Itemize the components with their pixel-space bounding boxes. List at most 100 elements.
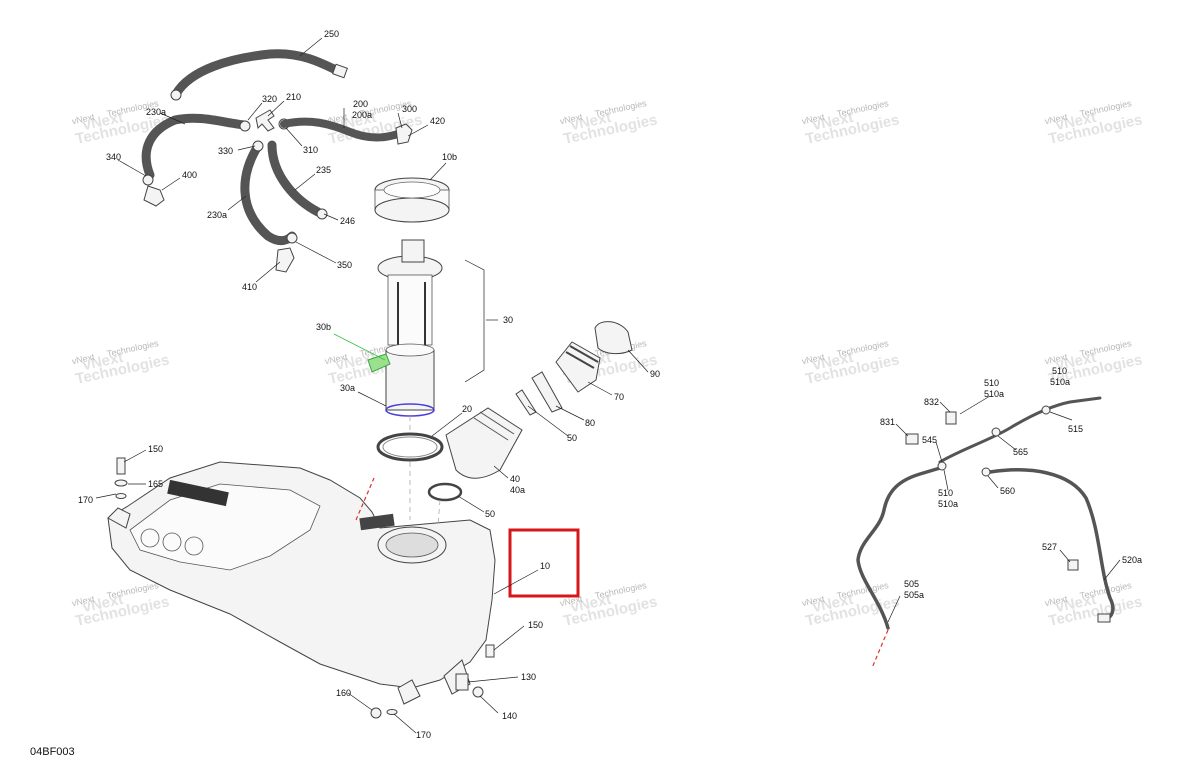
label-510-lower: 510 [938,488,953,498]
connector-527 [1067,559,1079,571]
label-505: 505 [904,579,919,589]
clamp-246 [316,208,328,220]
label-40a: 40a [510,485,525,495]
label-350: 350 [337,260,352,270]
hose-end-250 [332,63,348,79]
label-246: 246 [340,216,355,226]
vent-hose-assembly [141,49,413,273]
washer-170-left [115,493,127,499]
label-10: 10 [540,561,550,571]
gasket-20 [376,432,444,462]
label-160: 160 [336,688,351,698]
svg-text:vNext: vNext [1044,352,1069,367]
highlight-box-10 [508,528,580,598]
label-230a-lower: 230a [207,210,227,220]
label-150-left: 150 [148,444,163,454]
filler-neck-assembly [427,321,633,502]
elbow-fitting-410 [275,247,295,273]
label-520a: 520a [1122,555,1142,565]
clamp-320 [239,120,251,132]
hose-end-250-left [170,89,182,101]
bolt-150-right [485,644,495,658]
label-310: 310 [303,145,318,155]
label-515: 515 [1068,424,1083,434]
watermark: vNext vNext Technologies Technologies [1044,580,1144,630]
watermark: vNext vNext Technologies Technologies [801,98,901,148]
watermark: vNext vNext Technologies Technologies [559,580,659,630]
hardware [114,457,495,719]
label-510-top: 510 [984,378,999,388]
label-320: 320 [262,94,277,104]
label-150-right: 150 [528,620,543,630]
label-20: 20 [462,404,472,414]
watermark: vNext vNext Technologies Technologies [801,338,901,388]
label-165: 165 [148,479,163,489]
label-831: 831 [880,417,895,427]
watermark: vNext vNext Technologies Technologies [71,338,171,388]
clamp-515 [1041,405,1051,415]
label-140: 140 [502,711,517,721]
label-527: 527 [1042,542,1057,552]
svg-text:vNext: vNext [324,352,349,367]
label-50-lower: 50 [485,509,495,519]
nut-160 [370,707,382,719]
bracket-30 [464,259,485,383]
diagram-code: 04BF003 [30,746,75,758]
label-30a: 30a [340,383,355,393]
hose-end-520a [1097,613,1111,623]
svg-text:vNext: vNext [1044,594,1069,609]
clamp-350 [286,232,298,244]
clamp-545 [937,461,947,471]
filter-30b [367,353,391,373]
svg-text:vNext: vNext [801,594,826,609]
svg-text:vNext: vNext [1044,112,1069,127]
label-170-right: 170 [416,730,431,740]
svg-text:vNext: vNext [71,594,96,609]
label-90: 90 [650,369,660,379]
svg-text:vNext: vNext [71,352,96,367]
part-labels: 250 230a 320 210 200 200a 300 420 340 33… [78,29,1142,740]
label-30: 30 [503,315,513,325]
label-510a-right: 510a [1050,377,1070,387]
leader-lines [95,37,1121,734]
clamp-565 [991,427,1001,437]
label-505a: 505a [904,590,924,600]
label-200: 200 [353,99,368,109]
connector-831 [905,433,919,445]
clamp-50-lower [427,482,463,502]
vent-line-assembly-right [856,396,1115,669]
clamp-50-upper [515,389,537,416]
label-200a: 200a [352,110,372,120]
svg-text:vNext: vNext [559,112,584,127]
label-130: 130 [521,672,536,682]
watermark: vNext vNext Technologies Technologies [559,98,659,148]
label-340: 340 [106,152,121,162]
clamp-560 [981,467,991,477]
label-545: 545 [922,435,937,445]
bracket-130 [455,673,469,691]
elbow-fitting-420 [395,123,413,145]
filler-neck-70 [555,341,601,393]
connector-832 [945,411,957,425]
label-510a-top: 510a [984,389,1004,399]
fuel-tank-10 [107,461,496,705]
watermark: vNext vNext Technologies Technologies [71,580,171,630]
label-832: 832 [924,397,939,407]
svg-text:vNext: vNext [801,352,826,367]
fuel-pump-assembly [333,177,485,520]
label-30b: 30b [316,322,331,332]
svg-text:vNext: vNext [71,112,96,127]
label-10b: 10b [442,152,457,162]
label-235: 235 [316,165,331,175]
pump-canister [385,349,435,411]
bolt-150-left [116,457,126,475]
elbow-fitting-400 [143,185,165,207]
label-170-left: 170 [78,495,93,505]
seal-80 [531,371,563,413]
label-50-upper: 50 [567,433,577,443]
filler-hose-40 [445,407,523,479]
label-80: 80 [585,418,595,428]
label-230a: 230a [146,107,166,117]
label-300: 300 [402,104,417,114]
